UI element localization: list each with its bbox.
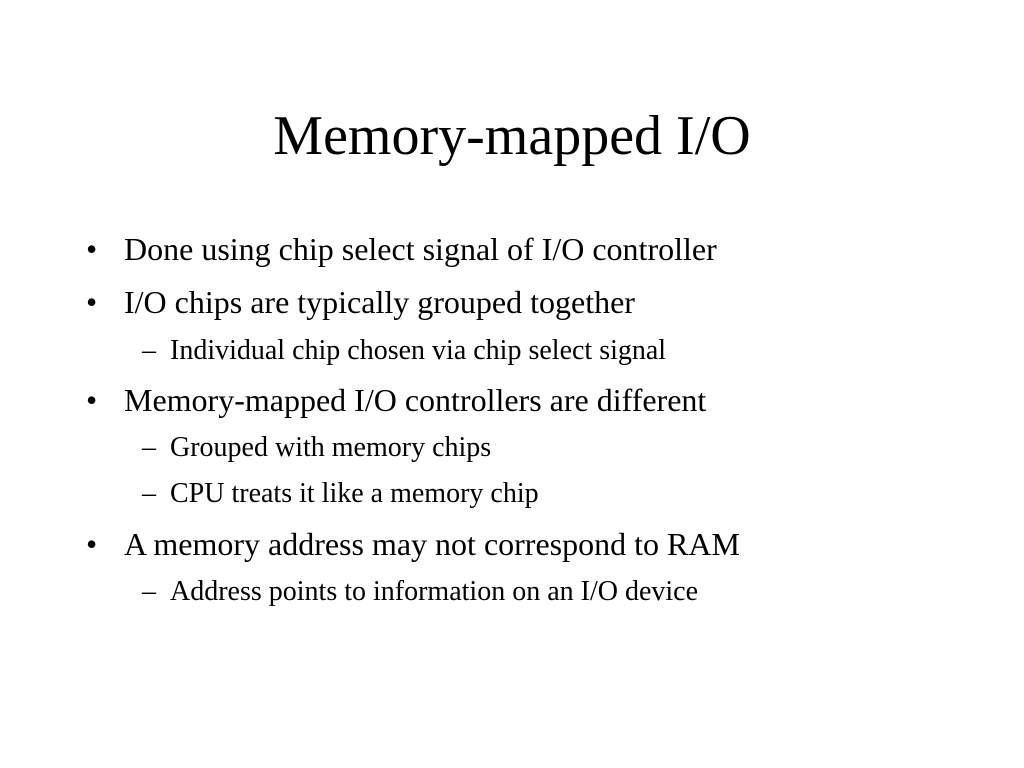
sub-bullet-marker: – xyxy=(142,576,156,607)
bullet-marker: • xyxy=(86,526,98,562)
bullet-marker: • xyxy=(86,231,98,267)
bullet-text: I/O chips are typically grouped together xyxy=(124,284,635,320)
slide-title: Memory-mapped I/O xyxy=(273,105,751,167)
sub-bullet-marker: – xyxy=(142,335,156,366)
sub-bullet-text: Address points to information on an I/O … xyxy=(170,576,699,607)
bullet-text: Memory-mapped I/O controllers are differ… xyxy=(124,382,707,418)
bullet-text: A memory address may not correspond to R… xyxy=(124,526,740,562)
sub-bullet-text: Individual chip chosen via chip select s… xyxy=(170,335,667,366)
sub-bullet-marker: – xyxy=(142,432,156,463)
bullet-marker: • xyxy=(86,382,98,418)
sub-bullet-text: CPU treats it like a memory chip xyxy=(170,478,539,509)
sub-bullet-text: Grouped with memory chips xyxy=(170,432,492,463)
sub-bullet-marker: – xyxy=(142,478,156,509)
bullet-text: Done using chip select signal of I/O con… xyxy=(124,231,717,267)
bullet-marker: • xyxy=(86,284,98,320)
